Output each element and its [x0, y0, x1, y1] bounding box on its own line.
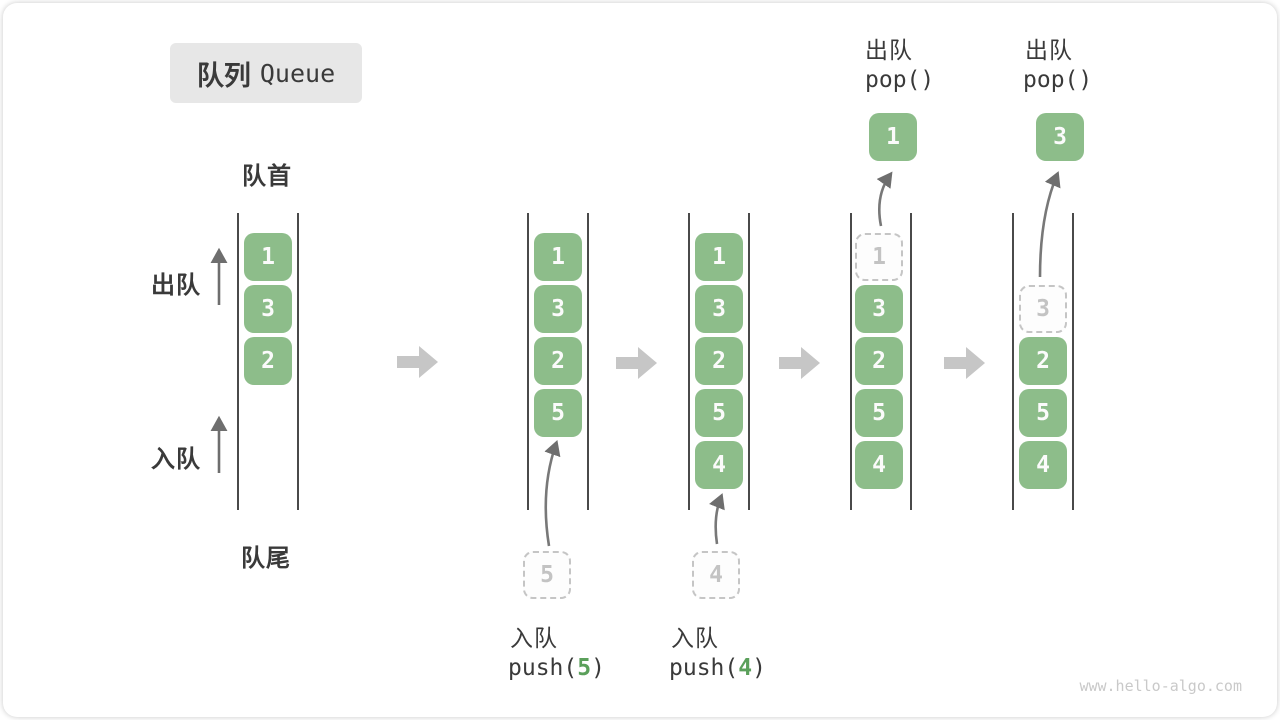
push2-code-pre: push(	[669, 655, 739, 681]
pending-cell: 4	[692, 551, 740, 599]
push1-label: 入队	[510, 625, 558, 651]
queue-cell: 2	[855, 337, 903, 385]
queue-cell: 4	[1019, 441, 1067, 489]
queue-cell: 2	[695, 337, 743, 385]
queue-cell: 5	[855, 389, 903, 437]
queue-cell: 4	[855, 441, 903, 489]
pop1-code: pop()	[865, 67, 935, 93]
queue-cell: 4	[695, 441, 743, 489]
label-enqueue: 入队	[151, 446, 201, 473]
queue-cell: 1	[244, 233, 292, 281]
flow-arrow-icon	[944, 347, 985, 379]
queue-cell: 1	[534, 233, 582, 281]
title-box: 队列 Queue	[170, 43, 362, 103]
queue-cell: 1	[695, 233, 743, 281]
push1-code-arg: 5	[577, 655, 592, 681]
flow-arrow-icon	[779, 347, 820, 379]
label-dequeue: 出队	[151, 272, 201, 299]
flow-arrow-icon	[616, 347, 657, 379]
title-zh: 队列	[196, 60, 251, 91]
queue-channel-4	[850, 213, 912, 510]
queue-cell: 3	[855, 285, 903, 333]
queue-cell: 5	[1019, 389, 1067, 437]
pop2-code: pop()	[1023, 67, 1093, 93]
push1-code: push(5)	[508, 655, 605, 681]
popped-cell: 1	[869, 113, 917, 161]
pop2-label: 出队	[1025, 37, 1073, 63]
push2-code-arg: 4	[738, 655, 753, 681]
queue-cell: 5	[695, 389, 743, 437]
label-queue-front: 队首	[242, 163, 292, 190]
popped-cell: 3	[1036, 113, 1084, 161]
queue-cell: 3	[695, 285, 743, 333]
push2-code-post: )	[752, 655, 766, 681]
dequeued-slot: 1	[855, 233, 903, 281]
queue-cell: 5	[534, 389, 582, 437]
queue-channel-2	[527, 213, 589, 510]
push2-label: 入队	[671, 625, 719, 651]
dequeued-slot: 3	[1019, 285, 1067, 333]
queue-cell: 3	[534, 285, 582, 333]
label-queue-rear: 队尾	[241, 545, 291, 572]
pending-cell: 5	[523, 551, 571, 599]
title-en: Queue	[259, 58, 336, 88]
queue-channel-1	[237, 213, 299, 510]
watermark: www.hello-algo.com	[1079, 677, 1242, 695]
queue-channel-5	[1012, 213, 1074, 510]
queue-cell: 2	[1019, 337, 1067, 385]
push1-code-post: )	[591, 655, 605, 681]
pop1-label: 出队	[865, 37, 913, 63]
queue-cell: 2	[244, 337, 292, 385]
queue-cell: 2	[534, 337, 582, 385]
push1-code-pre: push(	[508, 655, 578, 681]
flow-arrow-icon	[397, 346, 438, 378]
queue-channel-3	[688, 213, 750, 510]
queue-cell: 3	[244, 285, 292, 333]
push2-code: push(4)	[669, 655, 766, 681]
